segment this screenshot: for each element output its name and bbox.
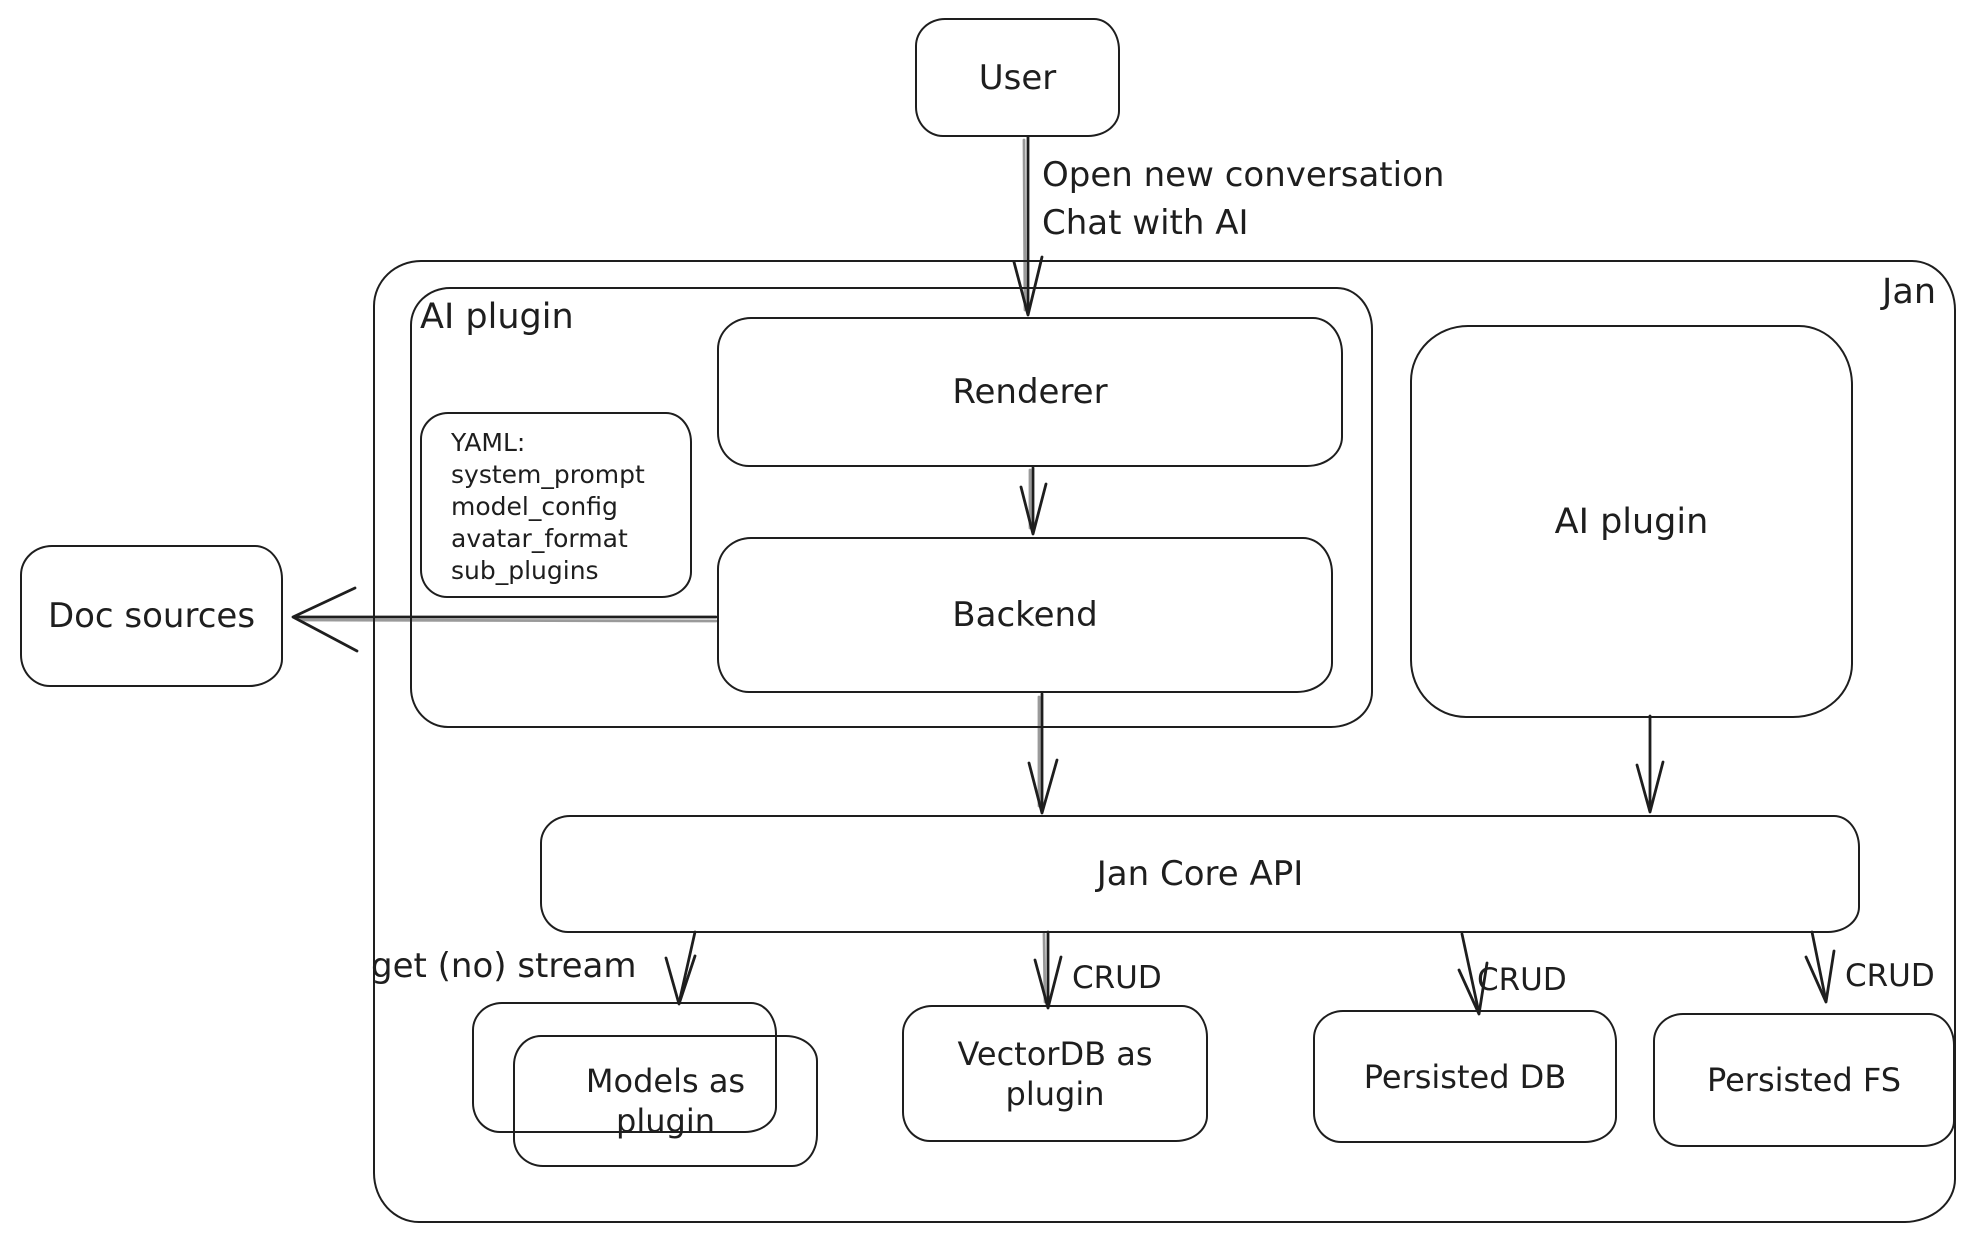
yaml-line: YAML: — [451, 428, 526, 457]
node-ai-plugin-right: AI plugin — [1410, 325, 1853, 718]
node-ai-plugin-left-label: AI plugin — [420, 297, 574, 337]
node-ai-plugin-right-label: AI plugin — [1554, 501, 1709, 542]
edge-label-open-conversation-line2: Chat with AI — [1042, 203, 1249, 243]
node-renderer: Renderer — [717, 317, 1343, 467]
node-user-label: User — [978, 57, 1057, 98]
node-vectordb-as-plugin: VectorDB as plugin — [902, 1005, 1208, 1142]
node-backend: Backend — [717, 537, 1333, 693]
yaml-line: model_config — [451, 492, 618, 521]
yaml-line: avatar_format — [451, 524, 628, 553]
node-models-as-plugin-back — [472, 1002, 777, 1133]
node-yaml-note: YAML: system_prompt model_config avatar_… — [420, 412, 692, 598]
node-backend-label: Backend — [952, 595, 1098, 635]
node-persisted-fs: Persisted FS — [1653, 1013, 1955, 1147]
node-vectordb-as-plugin-label: VectorDB as plugin — [957, 1034, 1153, 1113]
yaml-line: system_prompt — [451, 460, 645, 489]
node-persisted-db: Persisted DB — [1313, 1010, 1617, 1143]
yaml-line: sub_plugins — [451, 556, 599, 585]
node-jan-container: Jan — [373, 260, 1956, 1223]
edge-label-open-conversation-line1: Open new conversation — [1042, 155, 1445, 195]
node-jan-container-label: Jan — [1882, 272, 1936, 312]
node-ai-plugin-left: AI plugin — [410, 287, 1373, 728]
node-doc-sources: Doc sources — [20, 545, 283, 687]
edge-label-get-no-stream: get (no) stream — [371, 946, 637, 986]
node-jan-core-api-label: Jan Core API — [1096, 854, 1304, 894]
edge-label-crud-persisted-fs: CRUD — [1845, 958, 1935, 994]
edge-label-crud-vectordb: CRUD — [1072, 960, 1162, 996]
node-models-as-plugin-label: Models as plugin — [585, 1062, 746, 1140]
node-persisted-fs-label: Persisted FS — [1706, 1061, 1902, 1099]
node-renderer-label: Renderer — [952, 372, 1108, 412]
node-doc-sources-label: Doc sources — [47, 596, 256, 636]
node-jan-core-api: Jan Core API — [540, 815, 1860, 933]
node-persisted-db-label: Persisted DB — [1363, 1057, 1567, 1096]
edge-label-crud-persisted-db: CRUD — [1477, 962, 1567, 998]
node-user: User — [915, 18, 1120, 137]
node-models-as-plugin: Models as plugin — [513, 1035, 818, 1167]
